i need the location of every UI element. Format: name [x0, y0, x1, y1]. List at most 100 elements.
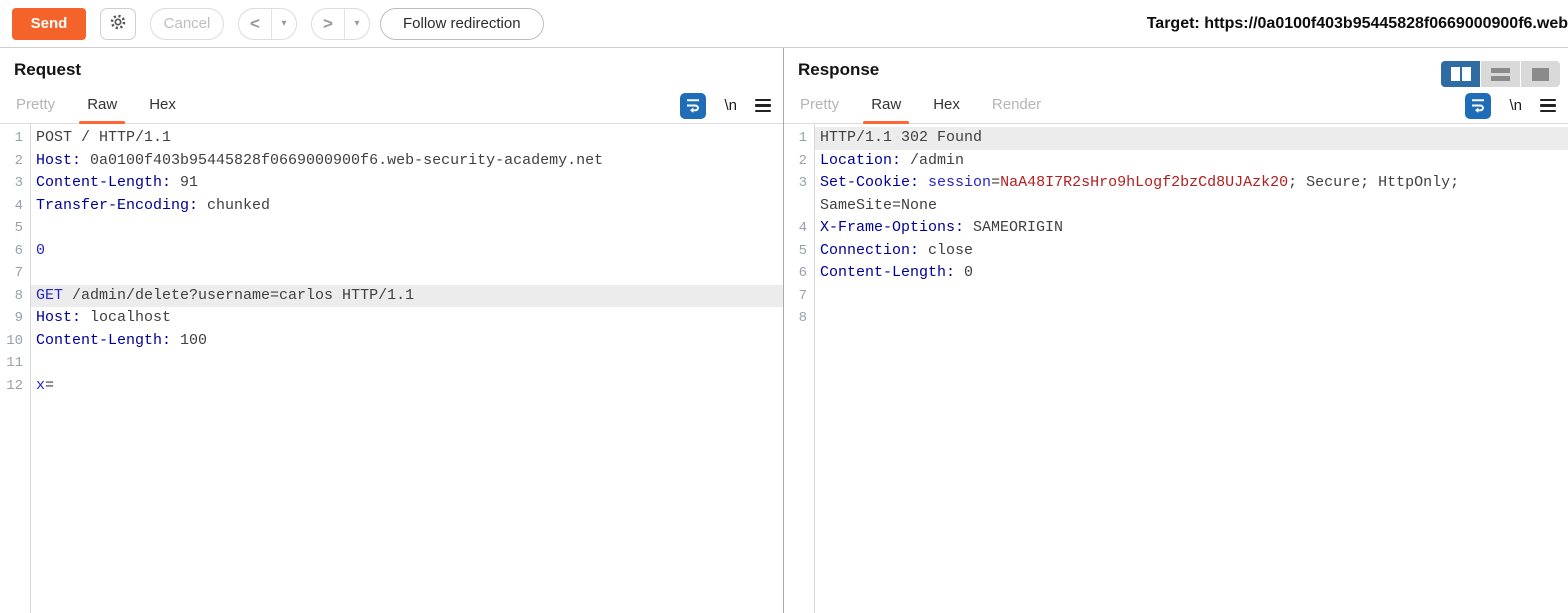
- line-number: 4: [14, 197, 23, 214]
- line-number: 5: [798, 242, 807, 259]
- line-content: Content-Length: 91: [30, 172, 783, 195]
- history-forward-button[interactable]: >: [323, 13, 333, 33]
- send-button[interactable]: Send: [12, 7, 86, 40]
- rows-layout-icon: [1491, 67, 1510, 81]
- code-token: Host:: [36, 151, 82, 169]
- history-forward-dropdown[interactable]: ▾: [354, 18, 360, 29]
- response-tab-render[interactable]: Render: [991, 95, 1042, 113]
- code-line[interactable]: 5: [0, 217, 783, 240]
- line-number: 2: [14, 152, 23, 169]
- word-wrap-button[interactable]: [1465, 92, 1492, 119]
- menu-icon[interactable]: [755, 98, 771, 113]
- layout-toggle: [1441, 61, 1560, 87]
- line-content: [30, 217, 783, 240]
- gutter-divider: [814, 124, 815, 613]
- code-token: session: [928, 174, 992, 191]
- line-content: [30, 262, 783, 285]
- word-wrap-button[interactable]: [680, 92, 707, 119]
- request-panel-header: Request: [0, 48, 783, 88]
- line-number: 10: [6, 332, 23, 349]
- menu-icon[interactable]: [1540, 98, 1556, 113]
- gear-icon: [108, 12, 128, 35]
- follow-redirection-button[interactable]: Follow redirection: [380, 7, 544, 40]
- code-line[interactable]: 11: [0, 352, 783, 375]
- single-layout-button[interactable]: [1521, 61, 1560, 87]
- line-number: 11: [6, 355, 23, 371]
- line-number: 6: [798, 265, 807, 281]
- history-back-dropdown[interactable]: ▾: [281, 18, 287, 29]
- line-content: [814, 307, 1568, 330]
- response-tabs: Pretty Raw Hex Render: [800, 88, 1073, 124]
- code-token: Set-Cookie:: [820, 174, 920, 191]
- code-token: Content-Length:: [36, 331, 172, 349]
- code-token: Connection:: [820, 241, 920, 259]
- code-line[interactable]: 7: [0, 262, 783, 285]
- response-panel: Response Pretty Raw Hex Render \n: [784, 48, 1568, 613]
- code-token: localhost: [81, 309, 172, 326]
- gutter-divider: [30, 124, 31, 613]
- send-settings-button[interactable]: [100, 7, 136, 40]
- code-line[interactable]: 4 Transfer-Encoding: chunked: [0, 195, 783, 218]
- history-back-button[interactable]: <: [250, 13, 260, 33]
- show-newlines-button[interactable]: \n: [1509, 97, 1522, 114]
- line-number: 3: [798, 175, 807, 191]
- request-title: Request: [14, 60, 82, 79]
- code-token: SAMEORIGIN: [964, 219, 1064, 236]
- line-content: Transfer-Encoding: chunked: [30, 195, 783, 218]
- code-token: /admin/delete?username=carlos HTTP/1.1: [63, 286, 415, 304]
- code-token: 91: [171, 174, 199, 191]
- line-number: 6: [14, 242, 23, 259]
- divider: [271, 8, 272, 39]
- line-content: HTTP/1.1 302 Found: [814, 127, 1568, 150]
- line-content: [814, 285, 1568, 308]
- code-token: chunked: [198, 196, 271, 214]
- request-tab-pretty[interactable]: Pretty: [16, 95, 56, 113]
- code-token: Transfer-Encoding:: [36, 196, 199, 214]
- response-tab-hex[interactable]: Hex: [933, 95, 960, 113]
- code-token: GET: [36, 286, 64, 304]
- line-number: 12: [6, 377, 23, 394]
- response-tab-raw[interactable]: Raw: [863, 88, 910, 124]
- line-content: Connection: close: [814, 240, 1568, 263]
- line-content: Host: localhost: [30, 307, 783, 330]
- request-tab-raw[interactable]: Raw: [79, 88, 126, 124]
- line-number: 1: [798, 130, 807, 146]
- code-token: x: [36, 376, 46, 394]
- code-line[interactable]: 5 Connection: close: [784, 240, 1568, 263]
- request-tab-hex[interactable]: Hex: [149, 95, 176, 113]
- line-number: 4: [798, 220, 807, 236]
- target-host: https://0a0100f403b95445828f0669000900f6…: [1199, 14, 1568, 32]
- line-number: 7: [14, 265, 23, 281]
- code-token: close: [919, 241, 974, 259]
- rows-layout-button[interactable]: [1481, 61, 1520, 87]
- code-line[interactable]: 1 HTTP/1.1 302 Found: [784, 127, 1568, 150]
- cancel-button[interactable]: Cancel: [150, 7, 224, 40]
- code-token: HTTP/1.1 302 Found: [820, 129, 983, 146]
- show-newlines-button[interactable]: \n: [724, 97, 737, 114]
- code-token: ; Secure; HttpOnly; SameSite=None: [820, 174, 1469, 214]
- code-line[interactable]: 8: [784, 307, 1568, 330]
- line-content: GET /admin/delete?username=carlos HTTP/1…: [30, 284, 783, 307]
- response-tab-pretty[interactable]: Pretty: [800, 95, 840, 113]
- response-title: Response: [798, 60, 880, 79]
- code-token: Location:: [820, 151, 902, 169]
- columns-layout-button[interactable]: [1441, 61, 1480, 87]
- single-layout-icon: [1532, 67, 1549, 81]
- code-line[interactable]: 7: [784, 285, 1568, 308]
